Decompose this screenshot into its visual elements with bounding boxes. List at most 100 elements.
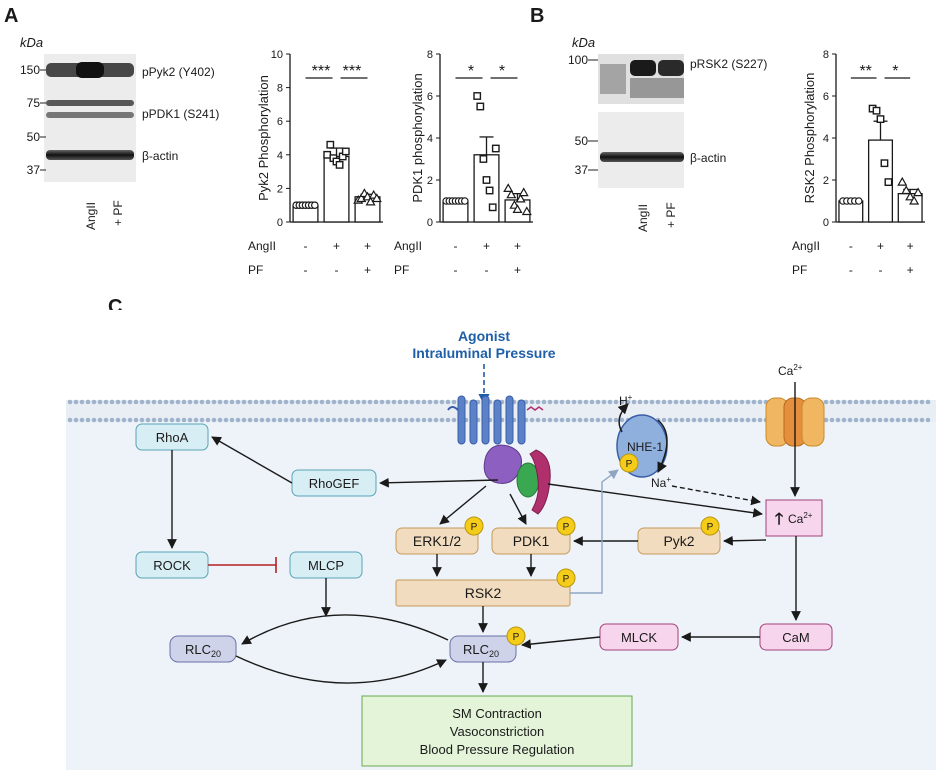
lipid-head (727, 399, 733, 405)
data-point (880, 159, 889, 168)
y-tick-label: 10 (271, 49, 283, 61)
lipid-head (541, 399, 547, 405)
data-point (482, 176, 491, 184)
lipid-head (907, 417, 913, 423)
lipid-head (205, 399, 211, 405)
y-tick-label: 4 (427, 133, 433, 145)
data-point (310, 201, 319, 210)
blot-b-unit: kDa (572, 35, 595, 50)
data-point (913, 187, 924, 197)
y-tick-label: 6 (427, 91, 433, 103)
lipid-head (373, 399, 379, 405)
phospho-label: P (563, 574, 570, 585)
y-tick-label: 8 (427, 49, 433, 61)
data-point (473, 92, 482, 100)
lipid-head (385, 417, 391, 423)
sig-label: * (892, 63, 898, 80)
lipid-head (379, 417, 385, 423)
calcium-channel-icon (765, 397, 825, 447)
lipid-head (697, 417, 703, 423)
outcome-line2: Vasoconstriction (450, 724, 544, 739)
cond-pf-label: PF (792, 263, 807, 277)
node-rhoa: RhoA (135, 423, 209, 451)
lipid-head (379, 399, 385, 405)
node-rlc-left: RLC20 (169, 635, 237, 663)
lipid-head (115, 399, 121, 405)
panel-b-letter: B (530, 5, 544, 27)
pyk2-label: Pyk2 (663, 533, 694, 549)
lipid-head (127, 417, 133, 423)
lipid-head (529, 417, 535, 423)
lipid-head (889, 417, 895, 423)
lipid-head (223, 399, 229, 405)
lipid-head (361, 399, 367, 405)
data-point (371, 193, 382, 203)
lipid-head (601, 417, 607, 423)
y-tick-label: 0 (277, 217, 283, 229)
lipid-head (625, 399, 631, 405)
lipid-head (289, 399, 295, 405)
lipid-head (109, 417, 115, 423)
lipid-head (133, 399, 139, 405)
lipid-head (571, 417, 577, 423)
lipid-head (613, 417, 619, 423)
proton-h: H (619, 394, 628, 408)
lipid-head (397, 417, 403, 423)
erk-label: ERK1/2 (413, 533, 461, 549)
cond-angii-value: + (333, 239, 340, 253)
cond-angii-value: - (304, 239, 308, 253)
lipid-head (715, 399, 721, 405)
lipid-head (445, 417, 451, 423)
lipid-head (247, 417, 253, 423)
lipid-head (631, 399, 637, 405)
phospho-pyk2-icon: P (700, 516, 720, 536)
y-axis-title: Pyk2 Phosphorylation (256, 75, 271, 201)
lipid-head (271, 417, 277, 423)
lipid-head (823, 417, 829, 423)
lipid-head (97, 399, 103, 405)
lipid-head (913, 399, 919, 405)
blot-a (44, 54, 136, 182)
y-tick-label: 0 (427, 217, 433, 229)
lipid-head (253, 399, 259, 405)
lipid-head (835, 399, 841, 405)
cond-pf-value: + (364, 263, 371, 277)
lipid-head (337, 417, 343, 423)
lipid-head (373, 417, 379, 423)
calcium-box (765, 499, 823, 537)
cond-pf-value: - (304, 263, 308, 277)
lipid-head (841, 399, 847, 405)
lipid-head (901, 417, 907, 423)
ca-top-label: Ca2+ (778, 363, 803, 378)
lipid-head (151, 399, 157, 405)
lipid-head (409, 417, 415, 423)
cond-angii-value: + (907, 239, 914, 253)
lipid-head (733, 417, 739, 423)
band-pdk1 (46, 100, 134, 106)
data-point (335, 160, 344, 169)
lipid-head (661, 417, 667, 423)
data-point (512, 204, 523, 213)
lipid-head (313, 417, 319, 423)
y-tick-label: 6 (823, 91, 829, 103)
lipid-head (175, 417, 181, 423)
lipid-head (835, 417, 841, 423)
band-label-rsk2: pRSK2 (S227) (690, 57, 767, 71)
lipid-head (79, 399, 85, 405)
node-rock: ROCK (135, 551, 209, 579)
lipid-head (595, 399, 601, 405)
nhe1-label: NHE-1 (627, 440, 663, 454)
blot-b (598, 54, 684, 188)
lipid-head (751, 399, 757, 405)
lipid-head (145, 417, 151, 423)
data-point (518, 187, 529, 197)
band-actin-a (46, 150, 134, 160)
lipid-head (661, 399, 667, 405)
lipid-head (307, 417, 313, 423)
lipid-head (445, 399, 451, 405)
band-label-actin-b: β-actin (690, 151, 726, 165)
lipid-head (301, 417, 307, 423)
sodium-na: Na (651, 476, 667, 490)
lipid-head (829, 417, 835, 423)
node-cam: CaM (759, 623, 833, 651)
